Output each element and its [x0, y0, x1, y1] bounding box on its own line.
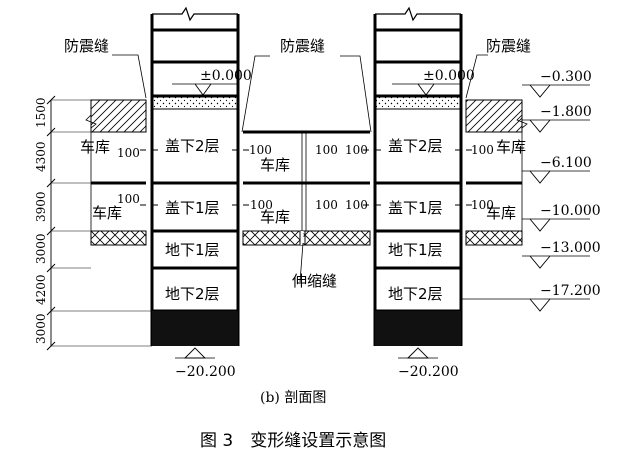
joint-width-label-10: 100	[471, 198, 494, 212]
garage-label-middle-lower: 车库	[260, 208, 290, 226]
podium-slabs	[85, 99, 528, 246]
floor-label-podium-b1-right: 盖下1层	[388, 199, 443, 217]
joint-width-label-6: 100	[345, 143, 368, 157]
joint-width-label-2: 100	[117, 192, 140, 206]
joint-width-label-7: 100	[315, 198, 338, 212]
left-tower	[150, 6, 240, 346]
dimension-4300: 4300	[34, 141, 48, 172]
right-garage-roof-slab	[465, 99, 523, 133]
dimension-labels: 1500 4300 3900 3000 4200 3000	[34, 97, 48, 344]
joint-width-label-3: 100	[249, 143, 272, 157]
left-tower-foundation	[152, 311, 238, 346]
elevation-minus-13-000: −13.000	[540, 240, 601, 256]
ground-elevation-right: ±0.000	[423, 68, 475, 84]
garage-label-left-lower: 车库	[92, 204, 122, 222]
floor-label-basement-1-left: 地下1层	[165, 241, 220, 259]
subcaption: (b) 剖面图	[260, 390, 326, 406]
garage-label-middle-upper: 车库	[260, 156, 290, 174]
seismic-joint-label-left: 防震缝	[64, 37, 109, 55]
elevation-minus-10-000: −10.000	[540, 203, 601, 219]
left-garage-roof-slab	[90, 99, 147, 133]
garage-label-right-upper: 车库	[496, 138, 526, 156]
joint-width-label-1: 100	[117, 146, 140, 160]
elevation-minus-6-100: −6.100	[540, 155, 592, 171]
leader-lines	[112, 54, 488, 283]
elevation-minus-17-200: −17.200	[540, 283, 601, 299]
seismic-joint-label-right: 防震缝	[486, 37, 531, 55]
dimension-3000-upper: 3000	[34, 233, 48, 264]
seismic-joint-label-middle: 防震缝	[280, 37, 325, 55]
floor-label-podium-b2-left: 盖下2层	[165, 137, 220, 155]
bottom-elevation-left: −20.200	[175, 364, 236, 380]
joint-width-label-4: 100	[250, 198, 273, 212]
left-tower-ground-slab	[151, 95, 239, 110]
floor-label-basement-2-left: 地下2层	[165, 285, 220, 303]
dimension-4200: 4200	[34, 274, 48, 305]
floor-label-podium-b2-right: 盖下2层	[388, 137, 443, 155]
joint-width-markers	[140, 149, 472, 206]
floor-label-basement-2-right: 地下2层	[388, 285, 443, 303]
left-basement-slab	[90, 230, 147, 246]
right-basement-slab	[465, 230, 523, 246]
ground-elevation-left: ±0.000	[200, 68, 252, 84]
joint-width-label-8: 100	[345, 198, 368, 212]
right-tower	[373, 6, 463, 346]
bottom-elevation-right: −20.200	[398, 364, 459, 380]
elevation-marks	[175, 83, 590, 359]
right-tower-break-line	[375, 6, 461, 22]
garage-label-left-upper: 车库	[80, 138, 110, 156]
dimension-1500: 1500	[34, 97, 48, 128]
left-tower-break-line	[152, 6, 238, 22]
elevation-minus-0-300: −0.300	[540, 69, 592, 85]
dimension-3000-lower: 3000	[34, 313, 48, 344]
garage-label-right-lower: 车库	[486, 204, 516, 222]
right-tower-ground-slab	[374, 95, 462, 110]
text-labels: 防震缝 防震缝 防震缝 ±0.000 ±0.000 −0.300 −1.800 …	[64, 37, 601, 451]
joint-width-label-9: 100	[471, 143, 494, 157]
floor-label-basement-1-right: 地下1层	[388, 241, 443, 259]
dimension-3900: 3900	[34, 191, 48, 222]
middle-basement-slab	[242, 230, 371, 246]
expansion-joint-label: 伸缩缝	[292, 272, 337, 290]
right-tower-foundation	[375, 311, 461, 346]
floor-label-podium-b1-left: 盖下1层	[165, 199, 220, 217]
dimension-chain	[46, 95, 152, 351]
joint-width-label-5: 100	[315, 143, 338, 157]
figure-caption: 图 3 变形缝设置示意图	[200, 431, 386, 451]
elevation-minus-1-800: −1.800	[540, 104, 592, 120]
